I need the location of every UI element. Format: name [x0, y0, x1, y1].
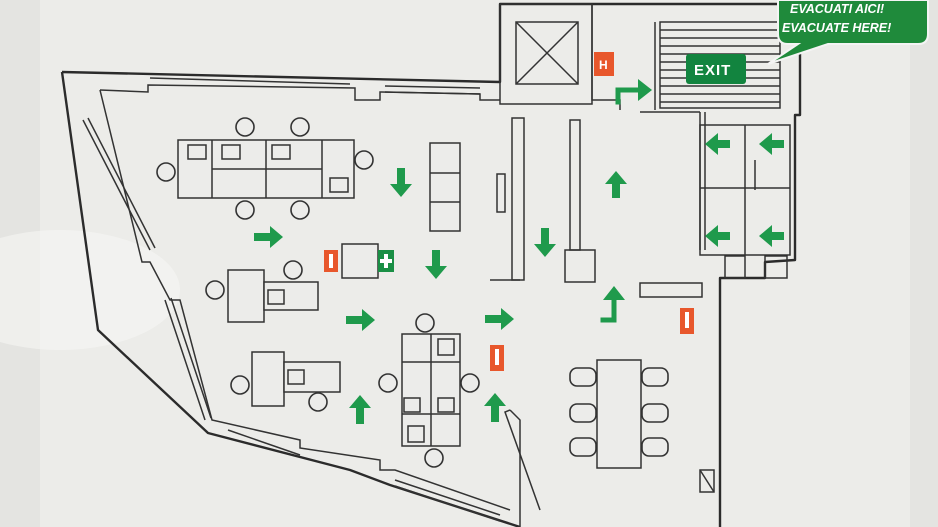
evacuation-arrow-icon [705, 225, 730, 247]
evacuation-arrow-icon [615, 79, 652, 105]
evacuation-arrow-icon [349, 395, 371, 424]
exit-sign: EXIT [686, 54, 746, 84]
door-handle [496, 173, 506, 213]
glare [0, 230, 180, 350]
evacuation-arrow-icon [534, 228, 556, 257]
evacuation-arrow-icon [484, 393, 506, 422]
evacuation-arrow-icon [705, 133, 730, 155]
cabinet-top [429, 142, 461, 232]
desk-left-bottom [251, 351, 341, 407]
assembly-line-2: EVACUATE HERE! [782, 21, 891, 35]
evacuation-arrow-icon [600, 286, 625, 323]
desk-small-center [341, 243, 379, 279]
first-aid-icon [378, 250, 394, 272]
desk-left-middle [227, 269, 319, 323]
hydrant-label: H [599, 58, 608, 72]
assembly-line-1: EVACUATI AICI! [790, 2, 884, 16]
elevator-shaft [515, 21, 579, 85]
evacuation-arrow-icon [390, 168, 412, 197]
evacuation-arrows [254, 79, 784, 424]
office-chairs [156, 117, 480, 468]
evacuation-arrow-icon [759, 133, 784, 155]
hydrant-icon: H [594, 52, 614, 76]
fire-extinguisher-icon [324, 250, 338, 272]
assembly-point-bubble: EVACUATI AICI! EVACUATE HERE! [767, 0, 929, 65]
evacuation-arrow-icon [605, 171, 627, 198]
fire-extinguisher-icon [490, 345, 504, 371]
evacuation-arrow-icon [425, 250, 447, 279]
inner-walls [490, 3, 791, 527]
evacuation-arrow-icon [759, 225, 784, 247]
evacuation-arrow-icon [485, 308, 514, 330]
evacuation-arrow-icon [254, 226, 283, 248]
fire-extinguisher-icon [680, 308, 694, 334]
desk-cluster-center [401, 333, 461, 447]
desk-cluster-top [177, 139, 355, 199]
conference-table [569, 359, 669, 469]
evacuation-arrow-icon [346, 309, 375, 331]
exit-label: EXIT [694, 62, 731, 79]
